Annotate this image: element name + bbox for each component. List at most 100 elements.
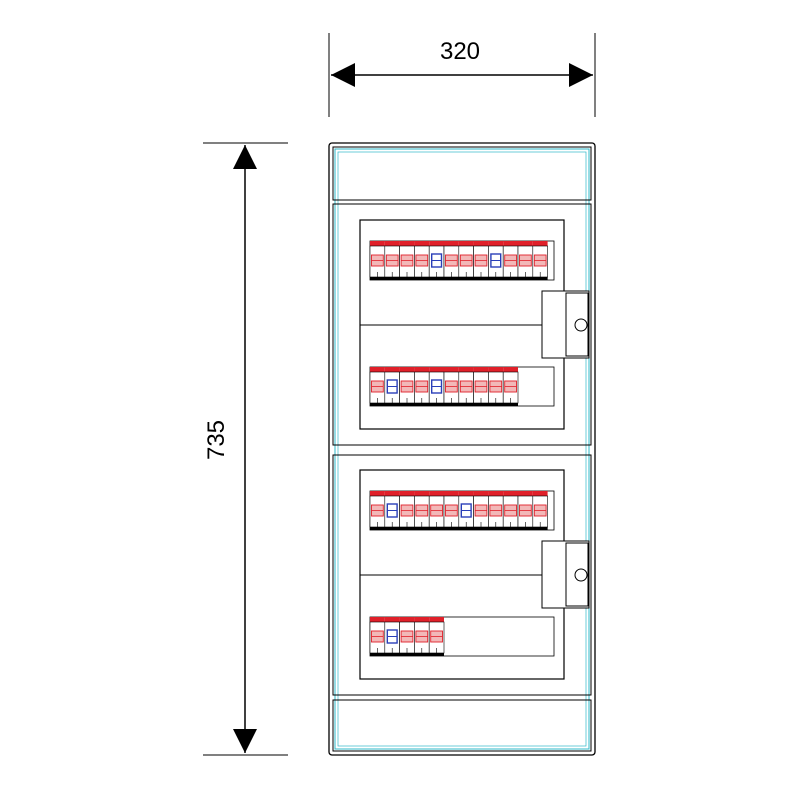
lower-door: [332, 454, 592, 696]
height-arrow-bottom-icon: [233, 729, 257, 753]
module-top-strip: [414, 491, 430, 496]
module-top-strip: [458, 241, 474, 246]
rail-base: [370, 277, 548, 280]
breaker-module[interactable]: [532, 241, 548, 278]
breaker-module[interactable]: [369, 491, 386, 528]
rail-base: [370, 403, 518, 406]
module-top-strip: [488, 241, 504, 246]
module-top-strip: [370, 617, 385, 622]
width-label: 320: [440, 38, 480, 65]
breaker-module[interactable]: [443, 241, 460, 278]
module-top-strip: [488, 367, 504, 372]
breaker-module[interactable]: [458, 367, 474, 404]
module-top-strip: [399, 617, 415, 622]
breaker-module[interactable]: [428, 491, 445, 528]
breaker-module[interactable]: [458, 241, 474, 278]
rail-base: [370, 527, 548, 530]
module-top-strip: [532, 491, 548, 496]
upper-lock-keyhole-icon: [574, 318, 588, 332]
module-top-strip: [473, 491, 489, 496]
module-top-strip: [503, 241, 518, 246]
breaker-module[interactable]: [414, 617, 430, 654]
module-top-strip: [384, 617, 400, 622]
breaker-module[interactable]: [517, 491, 534, 528]
rcd-module[interactable]: [488, 241, 504, 278]
upper-lock[interactable]: [541, 290, 590, 359]
breaker-module[interactable]: [399, 241, 415, 278]
breaker-module[interactable]: [473, 491, 489, 528]
top-cover: [332, 146, 592, 201]
module-top-strip: [399, 491, 415, 496]
module-top-strip: [503, 491, 518, 496]
breaker-module[interactable]: [414, 241, 430, 278]
breaker-module[interactable]: [532, 491, 548, 528]
lower-lock-keyhole-icon: [574, 568, 588, 582]
breaker-module[interactable]: [488, 367, 504, 404]
bottom-cover: [332, 699, 592, 752]
breaker-module[interactable]: [384, 241, 400, 278]
module-top-strip: [503, 367, 518, 372]
breaker-module[interactable]: [502, 491, 519, 528]
module-top-strip: [473, 241, 489, 246]
module-top-strip: [488, 491, 504, 496]
module-top-strip: [384, 241, 400, 246]
lower-lock[interactable]: [541, 540, 590, 609]
breaker-module[interactable]: [488, 491, 504, 528]
module-top-strip: [414, 241, 430, 246]
din-rail: [369, 240, 555, 281]
breaker-module[interactable]: [443, 491, 460, 528]
module-top-strip: [518, 491, 533, 496]
width-arrow-right-icon: [569, 63, 593, 87]
module-top-strip: [414, 367, 430, 372]
module-top-strip: [370, 241, 385, 246]
module-top-strip: [384, 367, 400, 372]
din-rail: [369, 616, 555, 657]
module-top-strip: [429, 617, 444, 622]
module-top-strip: [458, 491, 474, 496]
breaker-module[interactable]: [473, 241, 489, 278]
height-label: 735: [203, 420, 230, 460]
module-top-strip: [473, 367, 489, 372]
module-top-strip: [370, 491, 385, 496]
din-rail: [369, 490, 555, 531]
height-dimension: 735: [203, 142, 288, 756]
breaker-module[interactable]: [399, 367, 415, 404]
breaker-module[interactable]: [502, 241, 519, 278]
breaker-module[interactable]: [414, 367, 430, 404]
enclosure-inner-frame: [334, 148, 590, 750]
module-top-strip: [384, 491, 400, 496]
breaker-module[interactable]: [473, 367, 489, 404]
breaker-module[interactable]: [414, 491, 430, 528]
module-top-strip: [518, 241, 533, 246]
breaker-module[interactable]: [369, 241, 386, 278]
breaker-module[interactable]: [399, 491, 415, 528]
enclosure: [328, 142, 596, 756]
breaker-module[interactable]: [443, 367, 460, 404]
module-top-strip: [429, 491, 444, 496]
breaker-module[interactable]: [369, 617, 386, 654]
rcd-module[interactable]: [428, 241, 445, 278]
width-arrow-left-icon: [331, 63, 355, 87]
breaker-module[interactable]: [399, 617, 415, 654]
module-top-strip: [458, 367, 474, 372]
enclosure-inner-frame-2: [337, 151, 587, 747]
breaker-module[interactable]: [502, 367, 519, 404]
breaker-module[interactable]: [428, 617, 445, 654]
rail-base: [370, 653, 444, 656]
module-top-strip: [444, 491, 459, 496]
breaker-module[interactable]: [369, 367, 386, 404]
height-arrow-top-icon: [233, 145, 257, 169]
width-dimension: 320: [328, 33, 596, 117]
module-top-strip: [399, 241, 415, 246]
module-top-strip: [399, 367, 415, 372]
rcd-module[interactable]: [428, 367, 445, 404]
rcd-module[interactable]: [384, 617, 400, 654]
module-top-strip: [444, 367, 459, 372]
rcd-module[interactable]: [384, 367, 400, 404]
upper-door: [332, 203, 592, 446]
rcd-module[interactable]: [458, 491, 474, 528]
rcd-module[interactable]: [384, 491, 400, 528]
module-top-strip: [414, 617, 430, 622]
breaker-module[interactable]: [517, 241, 534, 278]
